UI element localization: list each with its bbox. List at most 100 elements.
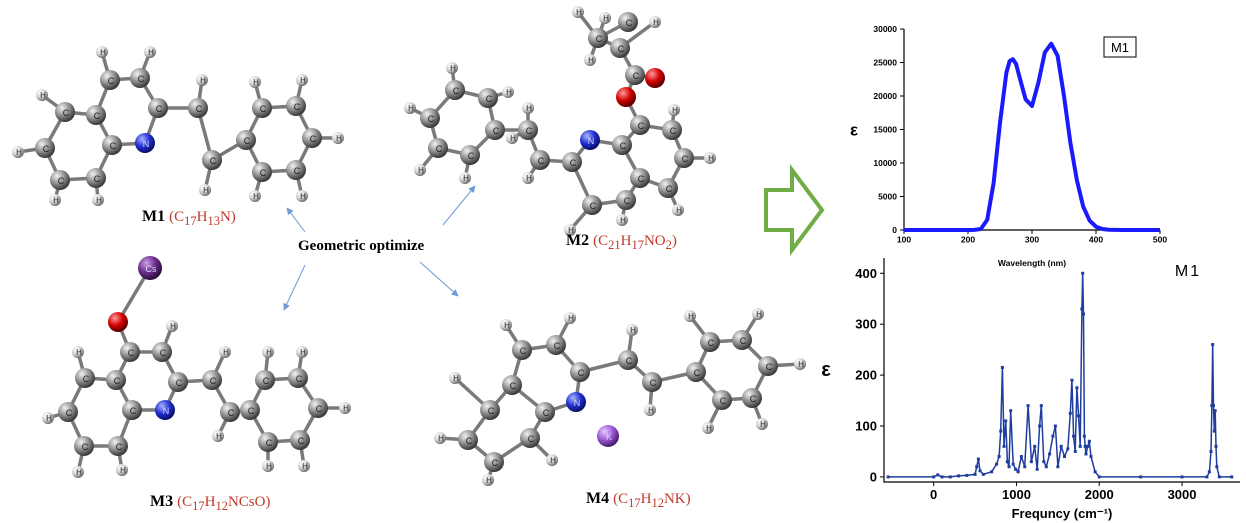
carbon-atom <box>618 12 638 32</box>
atom-label: C <box>160 348 167 358</box>
data-point <box>1023 465 1027 469</box>
carbon-atom <box>512 340 532 360</box>
atom-label: H <box>526 174 532 183</box>
hydrogen-atom <box>459 172 471 184</box>
atom-label: H <box>486 476 492 485</box>
carbon-atom <box>202 150 222 170</box>
data-point <box>1004 419 1008 423</box>
nitrogen-atom <box>566 392 586 412</box>
atom-label: H <box>648 406 654 415</box>
nitrogen-atom <box>135 133 155 153</box>
carbon-atom <box>562 152 582 172</box>
atom-label: C <box>543 408 550 418</box>
molecule-id: M1 <box>142 208 166 225</box>
atom-label: C <box>263 376 270 386</box>
carbon-atom <box>106 370 126 390</box>
carbon-atom <box>288 368 308 388</box>
carbon-atom <box>712 390 732 410</box>
atom-label: C <box>128 348 135 358</box>
carbon-atom <box>58 402 78 422</box>
atom-label: C <box>66 408 73 418</box>
atom-label: C <box>130 406 137 416</box>
atom-label: C <box>176 378 183 388</box>
molecule-formula: (C21H17NO2) <box>593 233 677 252</box>
data-point <box>1083 444 1087 448</box>
atom-label: H <box>253 192 259 201</box>
atom-label: C <box>196 104 203 114</box>
chart-title: M1 <box>1111 40 1129 55</box>
carbon-atom <box>120 342 140 362</box>
data-point <box>1007 465 1011 469</box>
data-point <box>1002 444 1006 448</box>
axes-frame <box>903 29 1160 231</box>
hydrogen-atom <box>144 46 156 58</box>
atom-label: H <box>300 192 306 201</box>
atom-label: H <box>676 206 682 215</box>
atom-label: N <box>143 139 150 149</box>
carbon-atom <box>484 452 504 472</box>
data-point <box>1180 475 1184 479</box>
x-tick-label: 0 <box>930 487 937 502</box>
carbon-atom <box>240 400 260 420</box>
data-point <box>1053 424 1057 428</box>
molecule-formula: (C17H12NCsO) <box>177 494 271 513</box>
y-tick-label: 20000 <box>873 91 897 101</box>
data-point <box>1217 475 1221 479</box>
hydrogen-atom <box>502 86 514 98</box>
carbon-atom <box>662 120 682 140</box>
carbon-atom <box>502 375 522 395</box>
atom-label: C <box>650 378 657 388</box>
data-point <box>1056 465 1060 469</box>
molecule-id: M2 <box>566 232 590 249</box>
data-point <box>1093 470 1097 474</box>
atom-label: C <box>294 102 301 112</box>
atom-label: H <box>588 56 594 65</box>
hydrogen-atom <box>49 194 61 206</box>
atom-label: C <box>740 336 747 346</box>
data-point <box>1014 467 1018 471</box>
x-tick-label: 3000 <box>1168 487 1197 502</box>
atom-label: N <box>588 136 595 146</box>
carbon-atom <box>428 138 448 158</box>
hydrogen-atom <box>599 12 611 24</box>
atom-label: C <box>538 156 545 166</box>
atom-label: H <box>453 374 459 383</box>
carbon-atom <box>290 430 310 450</box>
carbon-atom <box>188 98 208 118</box>
hydrogen-atom <box>262 460 274 472</box>
carbon-atom <box>86 168 106 188</box>
atom-label: H <box>463 174 469 183</box>
data-point <box>1051 434 1055 438</box>
y-tick-label: 400 <box>855 266 877 281</box>
carbon-atom <box>130 68 150 88</box>
hydrogen-atom <box>756 418 768 430</box>
hydrogen-atom <box>72 466 84 478</box>
atom-label: C <box>298 436 305 446</box>
atom-label: H <box>688 312 694 321</box>
data-point <box>1019 455 1023 459</box>
atom-label: C <box>83 374 90 384</box>
carbon-atom <box>308 398 328 418</box>
data-point <box>1072 434 1076 438</box>
atom-label: Cs <box>146 264 157 274</box>
data-point <box>1059 444 1063 448</box>
atom-label: C <box>682 154 689 164</box>
series-line <box>904 41 1160 232</box>
carbon-atom <box>445 80 465 100</box>
data-point <box>1207 470 1211 474</box>
molecule-id: M3 <box>150 493 174 510</box>
atom-label: K <box>606 432 612 442</box>
carbon-atom <box>286 160 306 180</box>
x-tick-label: 2000 <box>1085 487 1114 502</box>
atom-label: C <box>294 166 301 176</box>
carbon-atom <box>674 148 694 168</box>
molecule-m4-label: M4 (C17H12NK) <box>586 490 691 511</box>
carbon-atom <box>122 400 142 420</box>
atom-label: H <box>760 420 766 429</box>
y-tick-label: 15000 <box>873 124 897 134</box>
arrow-to-m2 <box>442 185 476 226</box>
data-point <box>965 473 969 477</box>
data-point <box>1038 424 1042 428</box>
